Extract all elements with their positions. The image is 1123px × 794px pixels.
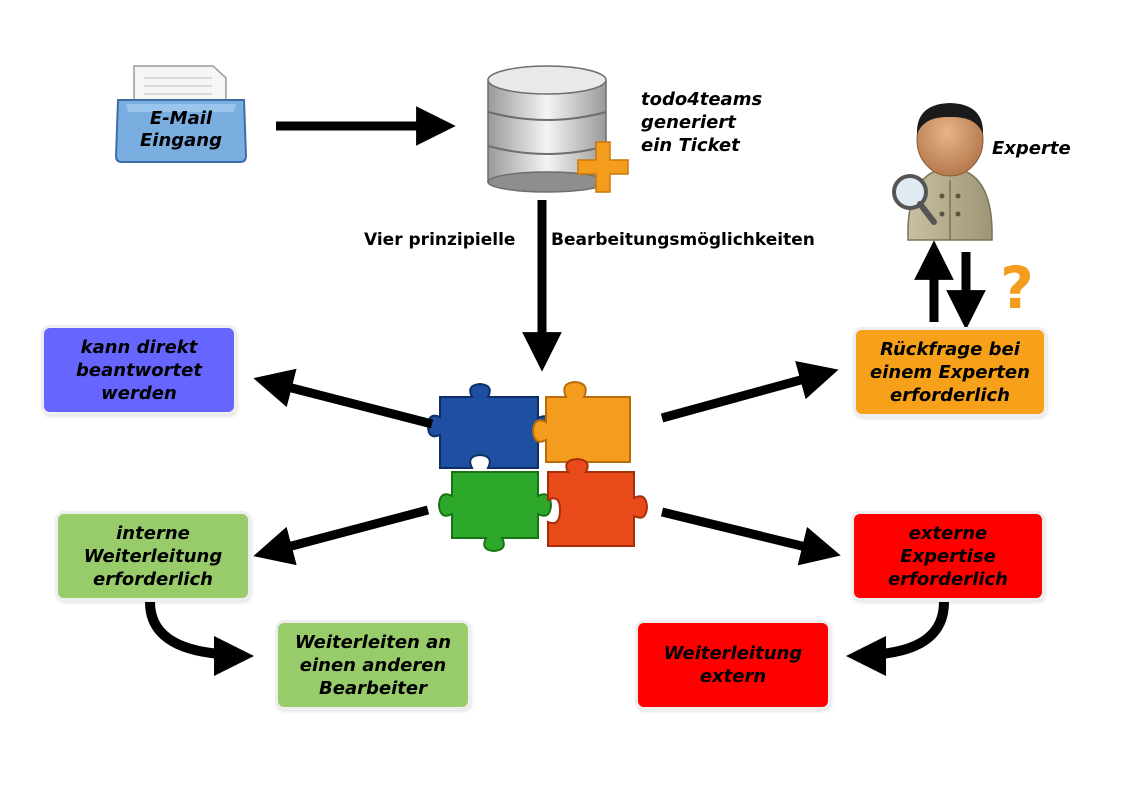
result-forward-internal: Weiterleiten an einen anderen Bearbeiter bbox=[278, 623, 468, 707]
ticket-generated-caption: todo4teams generiert ein Ticket bbox=[641, 89, 763, 156]
option-direct-answer: kann direkt beantwortet werden bbox=[44, 328, 234, 412]
arrows bbox=[253, 106, 986, 566]
expert-person-icon bbox=[892, 103, 993, 241]
arrow-to-internal bbox=[253, 505, 430, 566]
plus-icon bbox=[577, 141, 629, 193]
option-expert-query: Rückfrage bei einem Experten erforderlic… bbox=[856, 330, 1044, 414]
result-forward-external: Weiterleitung extern bbox=[638, 623, 828, 707]
arrow-to-direct bbox=[253, 368, 434, 429]
option-direct-answer-label: kann direkt beantwortet werden bbox=[76, 336, 202, 404]
puzzle-icon bbox=[426, 380, 649, 553]
option-external-expertise-label: externe Expertise erforderlich bbox=[888, 522, 1008, 590]
flow-label-right: Bearbeitungsmöglichkeiten bbox=[551, 230, 815, 250]
option-expert-query-label: Rückfrage bei einem Experten erforderlic… bbox=[870, 338, 1030, 406]
curved-arrows bbox=[145, 601, 949, 676]
arrow-to-external bbox=[660, 507, 841, 566]
expert-label: Experte bbox=[992, 138, 1071, 159]
flow-label-left: Vier prinzipielle bbox=[364, 230, 516, 250]
result-forward-external-label: Weiterleitung extern bbox=[663, 643, 803, 687]
option-external-expertise: externe Expertise erforderlich bbox=[854, 514, 1042, 598]
email-inbox-label: E-Mail Eingang bbox=[139, 108, 222, 151]
curved-arrow-external bbox=[879, 601, 949, 659]
option-internal-forwarding-label: interne Weiterleitung erforderlich bbox=[83, 522, 223, 590]
email-tray-icon bbox=[114, 65, 248, 163]
arrow-to-expert-query bbox=[660, 360, 839, 423]
result-forward-internal-label: Weiterleiten an einen anderen Bearbeiter bbox=[294, 631, 452, 699]
curved-arrow-internal bbox=[145, 601, 221, 659]
question-mark-icon: ? bbox=[1000, 254, 1034, 322]
option-internal-forwarding: interne Weiterleitung erforderlich bbox=[58, 514, 248, 598]
